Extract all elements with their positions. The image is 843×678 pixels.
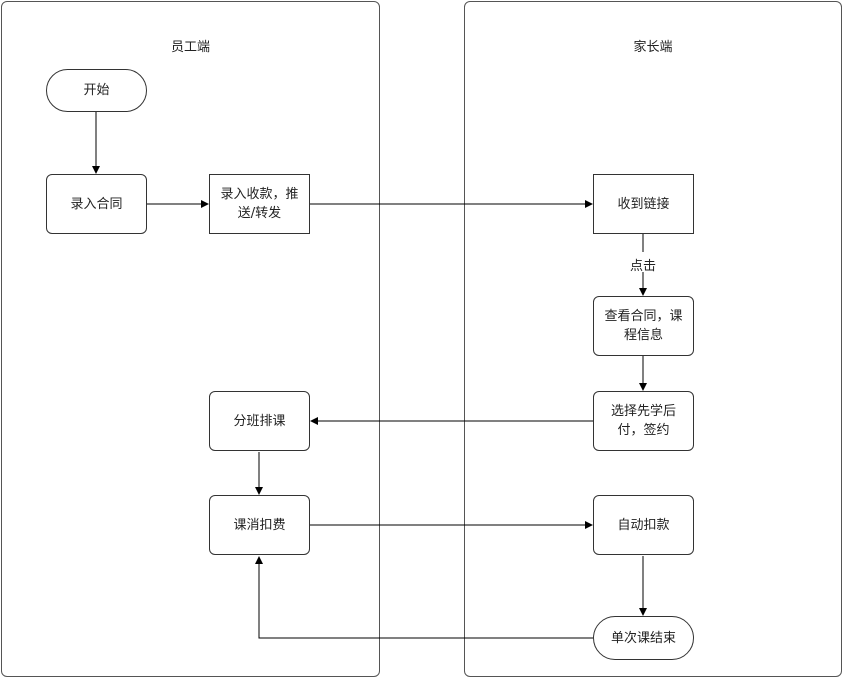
lane-staff: 员工端 bbox=[1, 1, 380, 677]
single-class-end-node: 单次课结束 bbox=[593, 616, 694, 660]
start-node: 开始 bbox=[46, 69, 147, 112]
click-label: 点击 bbox=[630, 259, 657, 274]
choose-pay-later-node: 选择先学后付，签约 bbox=[593, 391, 694, 451]
edge-single-end-to-deduct-fee bbox=[255, 556, 593, 639]
enter-payment-node: 录入收款，推送/转发 bbox=[209, 174, 310, 234]
lane-parent-title: 家长端 bbox=[633, 40, 673, 55]
auto-deduct-node: 自动扣款 bbox=[593, 495, 694, 555]
lane-staff-title: 员工端 bbox=[170, 40, 210, 55]
deduct-fee-node: 课消扣费 bbox=[209, 495, 310, 555]
enter-contract-node: 录入合同 bbox=[46, 174, 147, 234]
receive-link-node: 收到链接 bbox=[593, 174, 694, 234]
view-contract-node: 查看合同，课程信息 bbox=[593, 296, 694, 356]
class-schedule-node: 分班排课 bbox=[209, 391, 310, 451]
